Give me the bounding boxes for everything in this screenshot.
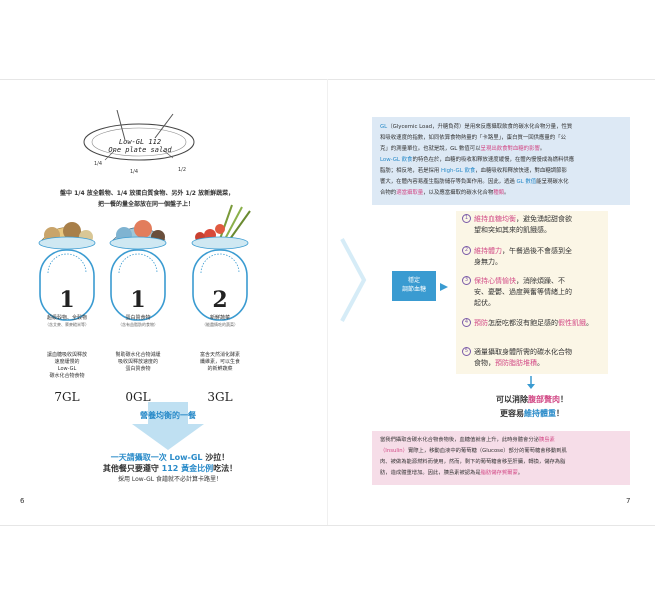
bottom-line-2: 其他餐只要遵守 112 黃金比例吃法！ xyxy=(102,464,238,473)
gl-definition-text: GL（Glycemic Load，升糖負荷）是用來反應攝取飲食的碳水化合物分量，… xyxy=(380,124,575,196)
result-line-1: 可以消除腹部贅肉！ xyxy=(496,395,568,404)
bottom-line-3: 採用 Low-GL 食譜就不必計算卡路里！ xyxy=(117,476,222,483)
scale-3-gl: 3GL xyxy=(207,390,233,404)
arrow-right-icon xyxy=(440,283,448,291)
plate-title-2: One plate salad xyxy=(108,146,172,154)
scale-2-gl: 0GL xyxy=(125,390,151,404)
scale-3-label: 新鮮蔬菜 xyxy=(209,315,230,321)
scale-2-desc: 幫助碳水化合物減緩吸收與釋放速度的蛋白質食物 xyxy=(115,352,161,372)
gutter xyxy=(327,79,328,525)
scale-3-sub: （能盡情吃的蔬菜） xyxy=(202,322,238,327)
fraction-left: 1/4 xyxy=(94,161,103,167)
fork-icon xyxy=(116,110,126,141)
scale-2-label: 蛋白質食物 xyxy=(125,315,151,321)
down-arrow-small-icon xyxy=(527,376,535,389)
knife-icon xyxy=(154,113,174,139)
insulin-box xyxy=(372,431,630,485)
plate-title-1: Low-GL 112 xyxy=(118,138,162,146)
insulin-text: 當我們攝取含碳水化合物食物後，血糖值就會上升，此時身體會分泌胰島素 （Insul… xyxy=(380,437,567,476)
balance-banner: 營養均衡的一餐 xyxy=(140,411,196,420)
scales-illustration xyxy=(38,204,251,321)
bottom-border xyxy=(0,525,655,526)
scale-1 xyxy=(38,222,96,321)
plate-illustration xyxy=(83,110,195,161)
fraction-mid: 1/4 xyxy=(130,169,139,175)
scale-3 xyxy=(191,204,251,321)
result-line-2: 更容易維持體重！ xyxy=(500,409,564,418)
scale-2 xyxy=(109,220,167,321)
page-number-left: 6 xyxy=(20,497,25,505)
intro-line-1: 盤中 1/4 放全穀物、1/4 放蛋白質食物、另外 1/2 放新鮮蔬菜， xyxy=(60,190,235,197)
scale-1-number: 1 xyxy=(59,287,75,313)
scale-1-sub: （含艾麥、藜麥糙米等） xyxy=(45,322,89,327)
chevron-right-icon xyxy=(340,238,367,322)
scale-2-number: 1 xyxy=(130,287,146,313)
scale-1-label: 超級穀物、全穀物 xyxy=(46,315,87,321)
page-number-right: 7 xyxy=(626,497,631,505)
stabilize-blood-sugar-tag: 穩定調節血糖 xyxy=(392,271,436,301)
scale-3-desc: 富含天然消化酵素纖維素，可以生食的新鮮蔬菜 xyxy=(199,352,240,372)
down-arrow-icon xyxy=(132,402,204,450)
gl-definition-box xyxy=(372,117,630,205)
intro-line-2: 把一餐的量全部放在同一個盤子上！ xyxy=(98,201,195,208)
benefits-box xyxy=(456,211,608,374)
scale-3-number: 2 xyxy=(212,287,228,313)
fraction-right: 1/2 xyxy=(178,167,187,173)
scale-2-sub: （含有益脂肪的食物） xyxy=(118,322,158,327)
bottom-line-1: 一天請攝取一次 Low-GL 沙拉！ xyxy=(110,453,230,462)
scale-1-gl: 7GL xyxy=(54,390,80,404)
